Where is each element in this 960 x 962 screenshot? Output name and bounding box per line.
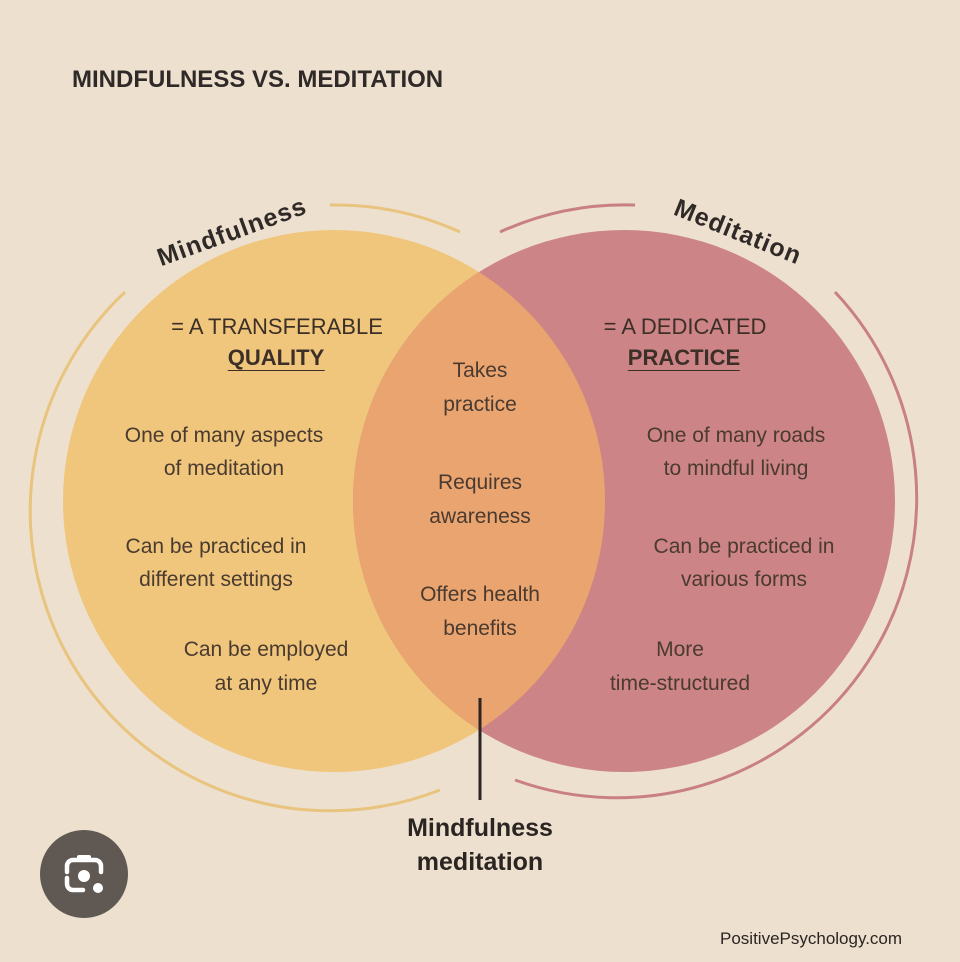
- right-item: time-structured: [609, 672, 751, 695]
- left-item: One of many aspects: [124, 424, 324, 447]
- left-item: Can be employed: [183, 638, 349, 661]
- lens-button[interactable]: [40, 830, 128, 918]
- page-title: MINDFULNESS VS. MEDITATION: [72, 66, 444, 93]
- left-item: at any time: [214, 672, 318, 695]
- right-item: Can be practiced in: [653, 535, 835, 558]
- meditation-arc: [514, 290, 919, 800]
- right-item: One of many roads: [646, 424, 826, 447]
- left-heading-emphasis: QUALITY: [227, 345, 325, 371]
- lens-camera-icon: [64, 855, 104, 893]
- overlap-region: [353, 230, 605, 772]
- overlap-label: Mindfulness: [407, 814, 553, 842]
- right-heading-emphasis: PRACTICE: [627, 345, 741, 371]
- meditation-arc-top: [499, 203, 636, 234]
- overlap-item: awareness: [429, 505, 531, 528]
- overlap-item: Offers health: [420, 583, 540, 606]
- left-item: of meditation: [163, 457, 285, 480]
- left-heading: = A TRANSFERABLE: [171, 314, 383, 339]
- right-heading: = A DEDICATED: [603, 314, 767, 339]
- right-item: various forms: [680, 568, 808, 591]
- overlap-item: Requires: [437, 471, 523, 494]
- left-item: Can be practiced in: [125, 535, 307, 558]
- mindfulness-arc-top: [329, 203, 461, 234]
- overlap-item: Takes: [452, 359, 508, 382]
- right-item: to mindful living: [663, 457, 809, 480]
- overlap-label: meditation: [416, 848, 544, 876]
- overlap-item: benefits: [443, 617, 517, 640]
- source-credit: PositivePsychology.com: [720, 929, 903, 948]
- left-item: different settings: [139, 568, 293, 591]
- right-item: More: [656, 638, 704, 661]
- overlap-item: practice: [443, 393, 517, 416]
- mindfulness-arc: [28, 290, 441, 813]
